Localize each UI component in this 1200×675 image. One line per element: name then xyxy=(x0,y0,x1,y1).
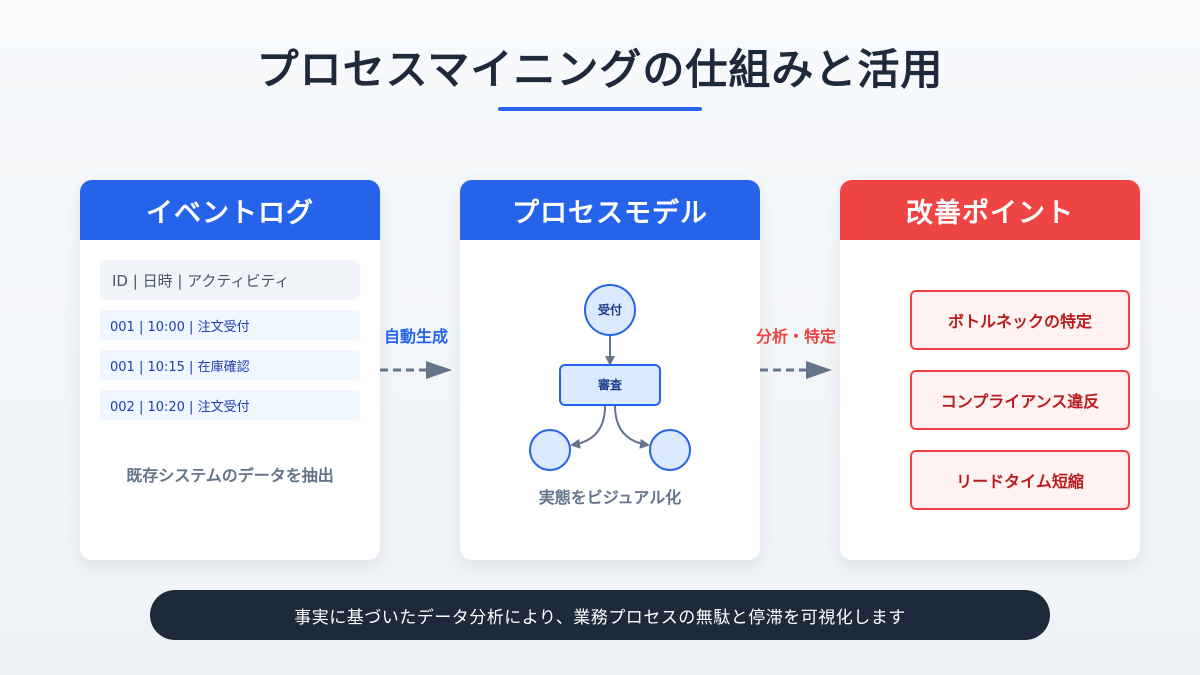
improvement-item-bottleneck: ボトルネックの特定 xyxy=(910,290,1130,350)
flow-arrow-right xyxy=(614,405,650,449)
log-row: 001 | 10:15 | 在庫確認 xyxy=(100,350,360,380)
log-row: 001 | 10:00 | 注文受付 xyxy=(100,310,360,340)
log-column-header: ID | 日時 | アクティビティ xyxy=(100,260,360,300)
improvement-item-compliance: コンプライアンス違反 xyxy=(910,370,1130,430)
improvement-card: 改善ポイント ボトルネックの特定 コンプライアンス違反 リードタイム短縮 xyxy=(840,180,1140,560)
summary-banner: 事実に基づいたデータ分析により、業務プロセスの無駄と停滞を可視化します xyxy=(150,590,1050,640)
process-model-card: プロセスモデル 受付 審査 実態をビジュアル化 xyxy=(460,180,760,560)
dashed-arrow-icon xyxy=(380,361,452,379)
improvement-card-title: 改善ポイント xyxy=(840,180,1140,240)
review-node-label: 審査 xyxy=(597,377,623,392)
page-title: プロセスマイニングの仕組みと活用 xyxy=(256,45,944,94)
dashed-arrow-icon xyxy=(760,361,832,379)
event-log-card: イベントログ ID | 日時 | アクティビティ 001 | 10:00 | 注… xyxy=(80,180,380,560)
connector-label-analyze: 分析・特定 xyxy=(756,327,837,346)
start-node-label: 受付 xyxy=(598,302,622,317)
flow-arrow-left xyxy=(570,405,606,449)
process-model-card-title: プロセスモデル xyxy=(460,180,760,240)
title-underline xyxy=(498,107,702,111)
improvement-item-leadtime: リードタイム短縮 xyxy=(910,450,1130,510)
log-row: 002 | 10:20 | 注文受付 xyxy=(100,390,360,420)
process-model-caption: 実態をビジュアル化 xyxy=(538,488,682,507)
review-node xyxy=(559,364,661,406)
event-log-caption: 既存システムのデータを抽出 xyxy=(126,466,334,485)
branch-node-right xyxy=(649,429,691,471)
connector-label-auto-generate: 自動生成 xyxy=(384,327,449,346)
event-log-card-title: イベントログ xyxy=(80,180,380,240)
branch-node-left xyxy=(529,429,571,471)
start-node xyxy=(584,284,636,336)
process-flow-diagram: 受付 審査 xyxy=(529,284,691,471)
